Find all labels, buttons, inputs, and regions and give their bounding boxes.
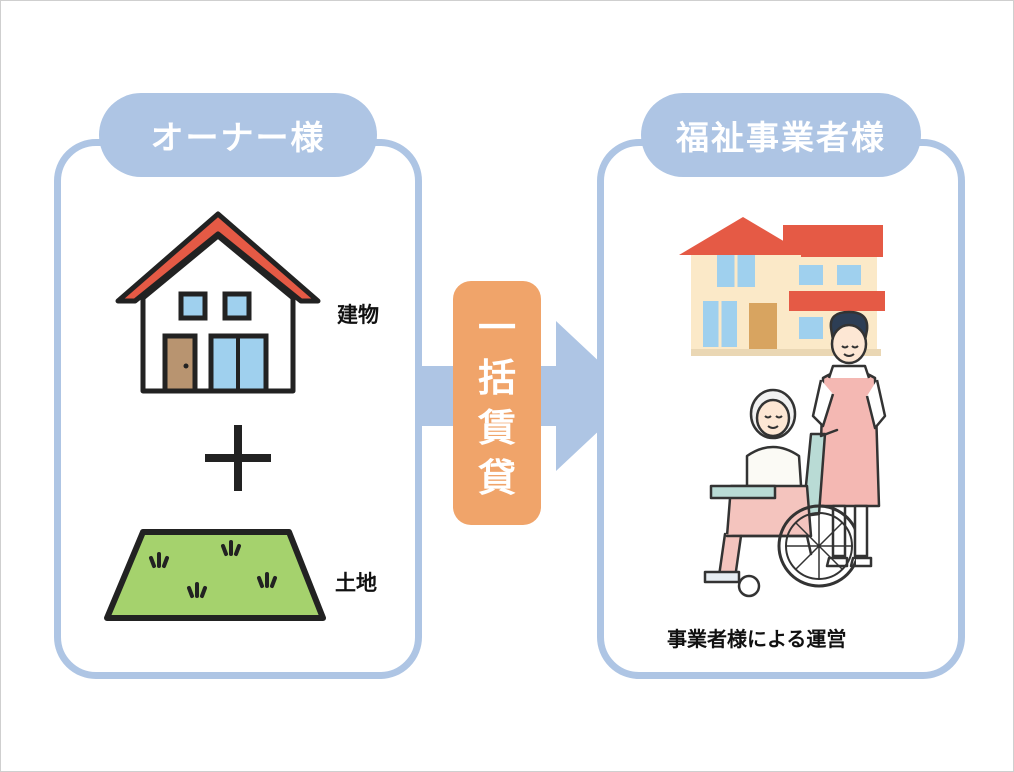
owner-title: オーナー様 [99, 93, 377, 177]
plus-icon [205, 425, 271, 491]
house-icon [115, 211, 321, 394]
land-label: 土地 [335, 571, 377, 595]
lump-sum-lease-box: 一 括 賃 貸 [453, 281, 541, 525]
building-label: 建物 [337, 303, 379, 327]
lease-char: 括 [477, 356, 516, 400]
lease-char: 貸 [477, 456, 516, 500]
operator-caption: 事業者様による運営 [667, 627, 847, 651]
land-icon [104, 529, 326, 621]
operator-title: 福祉事業者様 [641, 93, 921, 177]
lease-char: 一 [477, 306, 516, 350]
lease-char: 賃 [477, 406, 516, 450]
wheelchair-user-icon [703, 388, 856, 598]
caregiver-icon [811, 310, 887, 568]
care-facility-icon [679, 217, 885, 356]
